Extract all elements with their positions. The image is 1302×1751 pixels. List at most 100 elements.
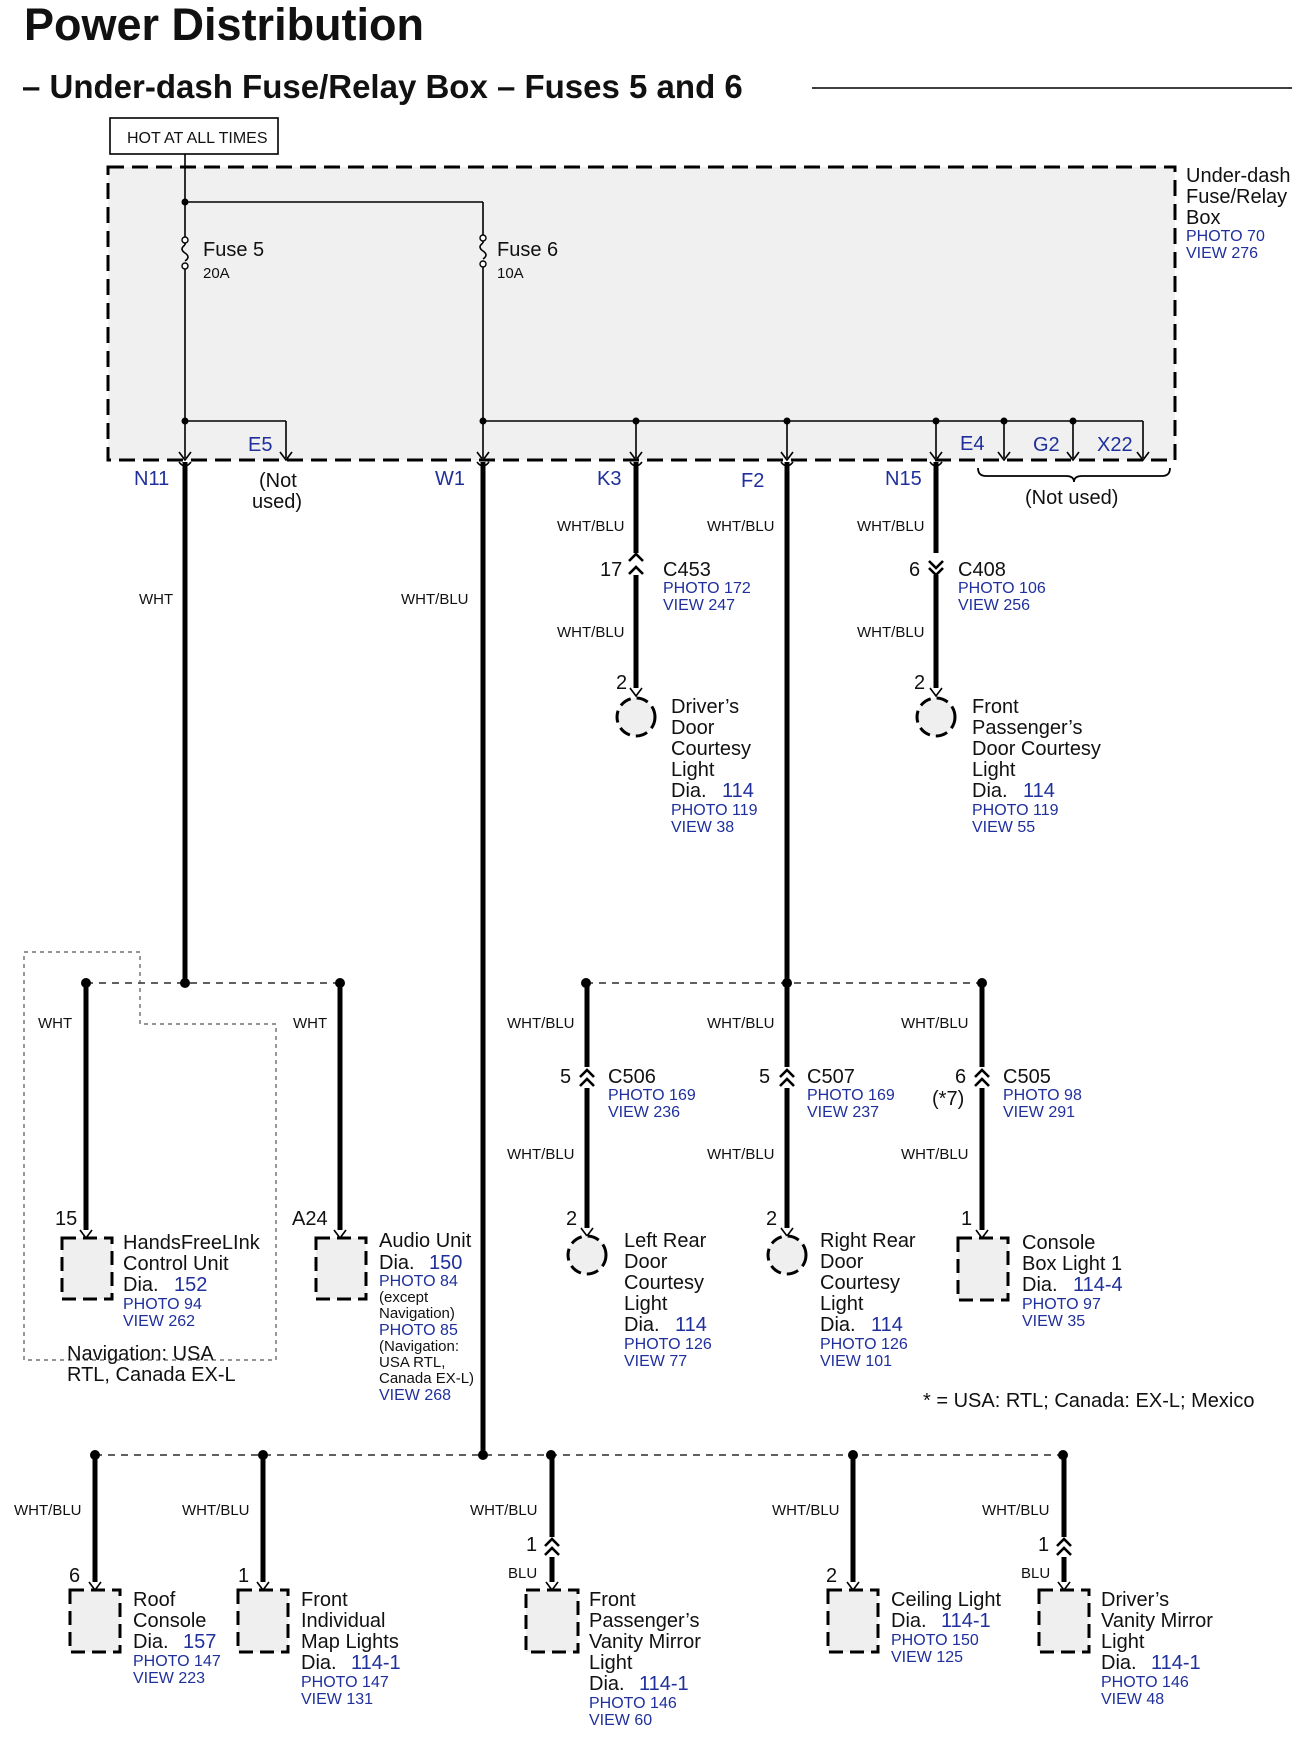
svg-text:Light: Light xyxy=(972,759,1016,781)
svg-text:114-1: 114-1 xyxy=(941,1610,991,1632)
middle-splices xyxy=(81,978,987,1230)
front-passenger-door-courtesy-light: 2 Front Passenger’s Door Courtesy Light … xyxy=(914,672,1101,836)
hot-label: HOT AT ALL TIMES xyxy=(127,130,268,147)
svg-text:VIEW 247: VIEW 247 xyxy=(663,597,735,614)
svg-text:Dia.: Dia. xyxy=(671,780,707,802)
svg-text:Driver’s: Driver’s xyxy=(1101,1589,1169,1611)
svg-text:Ceiling Light: Ceiling Light xyxy=(891,1589,1002,1611)
svg-text:Navigation): Navigation) xyxy=(379,1305,455,1322)
svg-text:C408: C408 xyxy=(958,559,1006,581)
svg-text:Front: Front xyxy=(301,1589,348,1611)
ceiling-light: 2 Ceiling Light Dia. 114-1 PHOTO 150 VIE… xyxy=(826,1565,1002,1666)
svg-text:PHOTO 85: PHOTO 85 xyxy=(379,1322,458,1339)
svg-text:VIEW 237: VIEW 237 xyxy=(807,1104,879,1121)
wire-whtblu-ceiling: WHT/BLU xyxy=(772,1502,840,1519)
footnote: * = USA: RTL; Canada: EX-L; Mexico xyxy=(923,1390,1254,1412)
terminal-f2: F2 xyxy=(741,470,764,492)
svg-text:Light: Light xyxy=(671,759,715,781)
svg-text:Box: Box xyxy=(1186,207,1220,229)
svg-text:Light: Light xyxy=(624,1293,668,1315)
hot-label-box xyxy=(109,117,279,155)
svg-text:(*7): (*7) xyxy=(932,1088,964,1110)
svg-text:Door: Door xyxy=(624,1251,668,1273)
fuse-relay-box xyxy=(106,165,1177,462)
svg-text:Individual: Individual xyxy=(301,1610,386,1632)
svg-text:PHOTO 119: PHOTO 119 xyxy=(972,802,1059,819)
svg-text:Light: Light xyxy=(1101,1631,1145,1653)
audio-unit: A24 Audio Unit Dia. 150 PHOTO 84 (except… xyxy=(292,1208,474,1404)
not-used-e5-l1: (Not xyxy=(259,470,297,492)
svg-text:C453: C453 xyxy=(663,559,711,581)
svg-text:Canada EX-L): Canada EX-L) xyxy=(379,1370,474,1387)
svg-text:RTL, Canada EX-L: RTL, Canada EX-L xyxy=(67,1364,236,1386)
svg-text:(except: (except xyxy=(379,1289,429,1306)
svg-text:Dia.: Dia. xyxy=(820,1314,856,1336)
svg-text:114: 114 xyxy=(1023,780,1055,802)
bottom-splices xyxy=(90,1450,1068,1582)
wire-whtblu-roof: WHT/BLU xyxy=(14,1502,82,1519)
terminal-n11: N11 xyxy=(134,468,169,490)
svg-text:PHOTO 94: PHOTO 94 xyxy=(123,1296,202,1313)
connector-c506: 5 C506 PHOTO 169 VIEW 236 xyxy=(560,1066,696,1121)
svg-text:Dia.: Dia. xyxy=(624,1314,660,1336)
svg-text:PHOTO 97: PHOTO 97 xyxy=(1022,1296,1101,1313)
svg-text:VIEW 256: VIEW 256 xyxy=(958,597,1030,614)
wire-whtblu-c507-b: WHT/BLU xyxy=(707,1146,775,1163)
svg-text:114: 114 xyxy=(722,780,754,802)
svg-text:PHOTO 147: PHOTO 147 xyxy=(133,1653,221,1670)
main-wires xyxy=(178,461,943,1455)
svg-text:Vanity Mirror: Vanity Mirror xyxy=(1101,1610,1213,1632)
svg-text:157: 157 xyxy=(183,1631,216,1653)
svg-text:2: 2 xyxy=(914,672,925,694)
svg-text:Under-dash: Under-dash xyxy=(1186,165,1291,187)
terminal-g2: G2 xyxy=(1033,434,1060,456)
fuse-box-label: Under-dash Fuse/Relay Box PHOTO 70 VIEW … xyxy=(1186,165,1291,262)
svg-text:2: 2 xyxy=(826,1565,837,1587)
svg-text:114-1: 114-1 xyxy=(639,1673,689,1695)
svg-text:Control Unit: Control Unit xyxy=(123,1253,229,1275)
svg-text:Light: Light xyxy=(820,1293,864,1315)
svg-text:PHOTO 172: PHOTO 172 xyxy=(663,580,751,597)
svg-text:Left Rear: Left Rear xyxy=(624,1230,707,1252)
svg-text:VIEW 77: VIEW 77 xyxy=(624,1353,687,1370)
svg-text:Courtesy: Courtesy xyxy=(671,738,751,760)
svg-text:Box Light 1: Box Light 1 xyxy=(1022,1253,1122,1275)
wire-whtblu-dvanity: WHT/BLU xyxy=(982,1502,1050,1519)
svg-text:Dia.: Dia. xyxy=(891,1610,927,1632)
svg-text:Navigation: USA: Navigation: USA xyxy=(67,1343,214,1365)
wire-whtblu-f2: WHT/BLU xyxy=(707,518,775,535)
svg-text:USA RTL,: USA RTL, xyxy=(379,1354,445,1371)
page-title: Power Distribution xyxy=(24,0,424,50)
svg-text:114: 114 xyxy=(871,1314,903,1336)
front-passenger-vanity-mirror-light: 1 Front Passenger’s Vanity Mirror Light … xyxy=(524,1534,701,1729)
svg-text:PHOTO 146: PHOTO 146 xyxy=(589,1695,677,1712)
svg-text:Courtesy: Courtesy xyxy=(820,1272,900,1294)
fuse5-label: Fuse 5 xyxy=(203,239,264,261)
svg-text:PHOTO 106: PHOTO 106 xyxy=(958,580,1046,597)
fuse6-rating: 10A xyxy=(497,265,524,282)
svg-text:Front: Front xyxy=(589,1589,636,1611)
wire-wht-n11: WHT xyxy=(139,591,173,608)
svg-text:C505: C505 xyxy=(1003,1066,1051,1088)
svg-text:6: 6 xyxy=(69,1565,80,1587)
svg-text:17: 17 xyxy=(600,559,622,581)
driver-door-courtesy-light: 2 Driver’s Door Courtesy Light Dia. 114 … xyxy=(615,672,758,836)
svg-text:Fuse/Relay: Fuse/Relay xyxy=(1186,186,1287,208)
svg-text:Door Courtesy: Door Courtesy xyxy=(972,738,1101,760)
svg-text:5: 5 xyxy=(560,1066,571,1088)
svg-text:1: 1 xyxy=(961,1208,972,1230)
svg-text:Dia.: Dia. xyxy=(133,1631,169,1653)
connector-symbols xyxy=(544,552,1072,1556)
wire-whtblu-pvanity: WHT/BLU xyxy=(470,1502,538,1519)
svg-text:1: 1 xyxy=(1038,1534,1049,1556)
svg-text:PHOTO 98: PHOTO 98 xyxy=(1003,1087,1082,1104)
svg-text:152: 152 xyxy=(174,1274,207,1296)
svg-text:Map Lights: Map Lights xyxy=(301,1631,399,1653)
wire-whtblu-c506-b: WHT/BLU xyxy=(507,1146,575,1163)
svg-text:114-1: 114-1 xyxy=(1151,1652,1201,1674)
svg-text:HandsFreeLInk: HandsFreeLInk xyxy=(123,1232,261,1254)
svg-text:C507: C507 xyxy=(807,1066,855,1088)
wire-whtblu-w1: WHT/BLU xyxy=(401,591,469,608)
